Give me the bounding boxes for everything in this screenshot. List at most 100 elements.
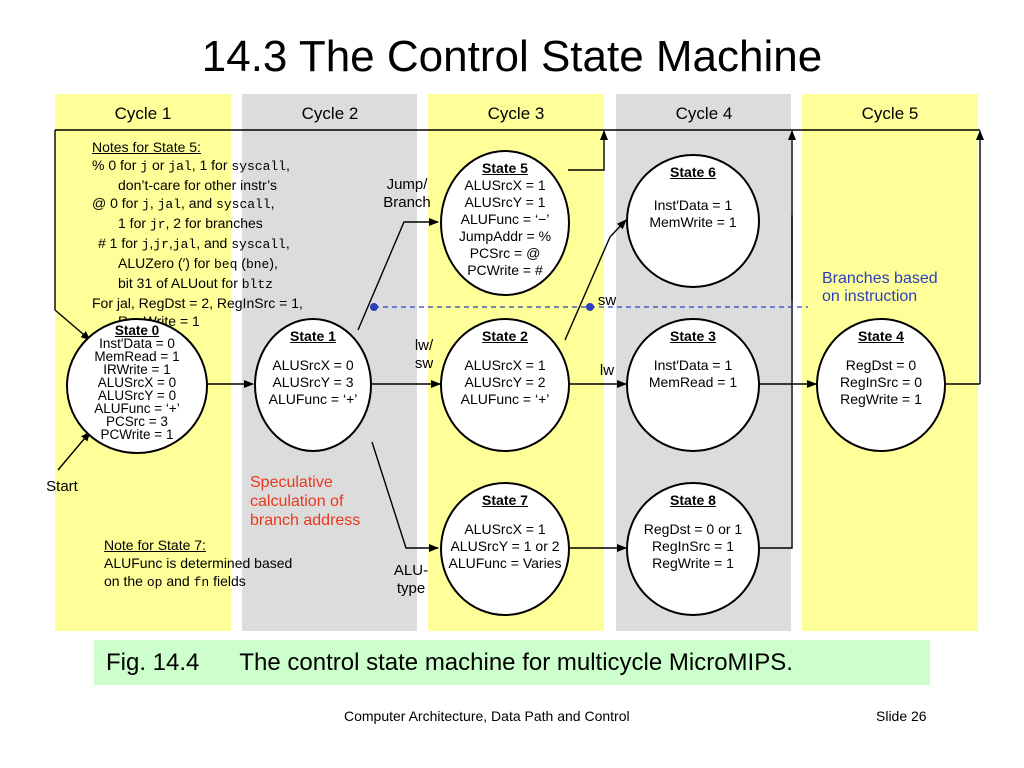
state-4-line: RegInSrc = 0 — [839, 374, 923, 390]
state-0-line: IRWrite = 1 — [103, 362, 171, 377]
state-4-node: State 4 RegDst = 0 RegInSrc = 0 RegWrite… — [816, 318, 946, 452]
notes-5-code: syscall — [231, 237, 286, 252]
state-8-name: State 8 — [670, 492, 716, 508]
notes-7-line: ALUFunc is determined based — [104, 555, 293, 571]
notes-5-code: syscall — [231, 159, 286, 174]
state-2-node: State 2 ALUSrcX = 1 ALUSrcY = 2 ALUFunc … — [440, 318, 570, 452]
state-6-line: Inst′Data = 1 — [653, 197, 733, 213]
notes-7-code: fn — [193, 575, 210, 590]
state-0-name: State 0 — [114, 323, 160, 338]
notes-5-text: , — [270, 195, 275, 211]
state-0-line: MemRead = 1 — [94, 349, 180, 364]
state-7-line: ALUFunc = Varies — [448, 555, 562, 571]
state-8-line: RegDst = 0 or 1 — [643, 521, 743, 537]
state-8-line: RegWrite = 1 — [652, 555, 734, 571]
state-3-name: State 3 — [670, 328, 716, 344]
state-3-line: MemRead = 1 — [648, 374, 738, 390]
state-6-node: State 6 Inst′Data = 1 MemWrite = 1 — [626, 154, 760, 288]
footer-slide-number: Slide 26 — [876, 708, 927, 724]
state-5-line: PCSrc = @ — [469, 245, 541, 261]
state-6-line: MemWrite = 1 — [649, 214, 737, 230]
notes-5-text: , 1 for — [191, 157, 232, 173]
state-5-line: ALUFunc = ‘−’ — [460, 211, 550, 227]
alu-type-label: ALU- type — [388, 562, 434, 598]
jump-branch-line-2: Branch — [383, 194, 431, 211]
state-5-line: ALUSrcY = 1 — [464, 194, 546, 210]
state-5-node: State 5 ALUSrcX = 1 ALUSrcY = 1 ALUFunc … — [440, 150, 570, 296]
notes-5-text: , — [286, 157, 290, 173]
branches-annotation: Branches based on instruction — [822, 270, 938, 306]
speculative-line-2: calculation of — [250, 493, 344, 510]
notes-7-heading: Note for State 7: — [104, 537, 206, 553]
state-1-line: ALUFunc = ‘+’ — [268, 391, 358, 407]
state-1-line: ALUSrcY = 3 — [272, 374, 354, 390]
notes-5-text: , — [149, 195, 158, 211]
cycle-3-label: Cycle 3 — [487, 104, 545, 123]
cycle-5-label: Cycle 5 — [861, 104, 919, 123]
notes-5-text: bit 31 of ALUout for — [118, 275, 242, 291]
state-1-line: ALUSrcX = 0 — [272, 357, 354, 373]
state-8-line: RegInSrc = 1 — [651, 538, 735, 554]
lw-sw-line-1: lw/ — [414, 337, 434, 354]
notes-7-text: fields — [209, 573, 246, 589]
notes-5-heading: Notes for State 5: — [92, 139, 201, 155]
state-2-line: ALUFunc = ‘+’ — [460, 391, 550, 407]
state-0-line: ALUFunc = ‘+’ — [94, 401, 180, 416]
state-0-line: Inst′Data = 0 — [99, 336, 175, 351]
notes-5-text: or — [148, 157, 169, 173]
state-2-line: ALUSrcX = 1 — [464, 357, 546, 373]
state-3-node: State 3 Inst′Data = 1 MemRead = 1 — [626, 318, 760, 452]
footer-course: Computer Architecture, Data Path and Con… — [344, 708, 630, 724]
cycle-2-label: Cycle 2 — [301, 104, 359, 123]
notes-5-code: jr — [153, 237, 169, 252]
state-0-node: State 0 Inst′Data = 0 MemRead = 1 IRWrit… — [66, 318, 208, 454]
notes-5-line: don’t-care for other instr’s — [118, 177, 277, 193]
notes-5-text: # 1 for — [98, 235, 142, 251]
notes-5-text: ALUZero (′) for — [118, 255, 214, 271]
state-4-name: State 4 — [858, 328, 904, 344]
state-0-line: ALUSrcX = 0 — [97, 375, 177, 390]
speculative-line-1: Speculative — [250, 474, 333, 491]
dashed-line-dot-right — [586, 303, 594, 311]
state-5-line: PCWrite = # — [467, 262, 543, 278]
cycle-4-label: Cycle 4 — [675, 104, 733, 123]
state-8-node: State 8 RegDst = 0 or 1 RegInSrc = 1 Reg… — [626, 482, 760, 616]
notes-5-text: 1 for — [118, 215, 150, 231]
notes-5-code: j — [142, 197, 150, 212]
state-5-line: ALUSrcX = 1 — [464, 177, 546, 193]
notes-5-code: syscall — [216, 197, 271, 212]
notes-5-text: ), — [269, 255, 278, 271]
notes-5-code: bltz — [241, 277, 273, 292]
figure-caption-text: The control state machine for multicycle… — [239, 649, 793, 676]
notes-state-5: Notes for State 5: % 0 for j or jal, 1 f… — [92, 138, 352, 330]
speculative-annotation: Speculative calculation of branch addres… — [250, 473, 360, 530]
branches-line-1: Branches based — [822, 270, 938, 287]
jump-branch-label: Jump/ Branch — [374, 176, 440, 212]
notes-5-code: jal — [168, 159, 192, 174]
jump-branch-line-1: Jump/ — [386, 176, 428, 193]
notes-7-code: op — [146, 575, 163, 590]
notes-5-text: % 0 for — [92, 157, 141, 173]
notes-state-7: Note for State 7: ALUFunc is determined … — [104, 536, 344, 592]
state-7-node: State 7 ALUSrcX = 1 ALUSrcY = 1 or 2 ALU… — [440, 482, 570, 616]
state-4-line: RegDst = 0 — [845, 357, 917, 373]
notes-5-text: , and — [181, 195, 217, 211]
notes-7-text: on the — [104, 573, 147, 589]
notes-5-code: jal — [157, 197, 182, 212]
state-0-line: PCSrc = 3 — [106, 414, 168, 429]
state-2-name: State 2 — [482, 328, 528, 344]
notes-5-code: j — [140, 159, 149, 174]
notes-5-line: For jal, RegDst = 2, RegInSrc = 1, — [92, 295, 303, 311]
state-7-line: ALUSrcX = 1 — [464, 521, 546, 537]
notes-5-text: ( — [237, 255, 246, 271]
alu-type-line-2: type — [396, 580, 426, 597]
notes-5-text: , — [285, 235, 290, 251]
state-6-name: State 6 — [670, 164, 716, 180]
state-2-line: ALUSrcY = 2 — [464, 374, 546, 390]
state-0-line: PCWrite = 1 — [100, 427, 174, 442]
state-7-name: State 7 — [482, 492, 528, 508]
notes-5-text: , and — [196, 235, 232, 251]
notes-5-code: bne — [245, 257, 270, 272]
state-1-node: State 1 ALUSrcX = 0 ALUSrcY = 3 ALUFunc … — [254, 318, 372, 452]
